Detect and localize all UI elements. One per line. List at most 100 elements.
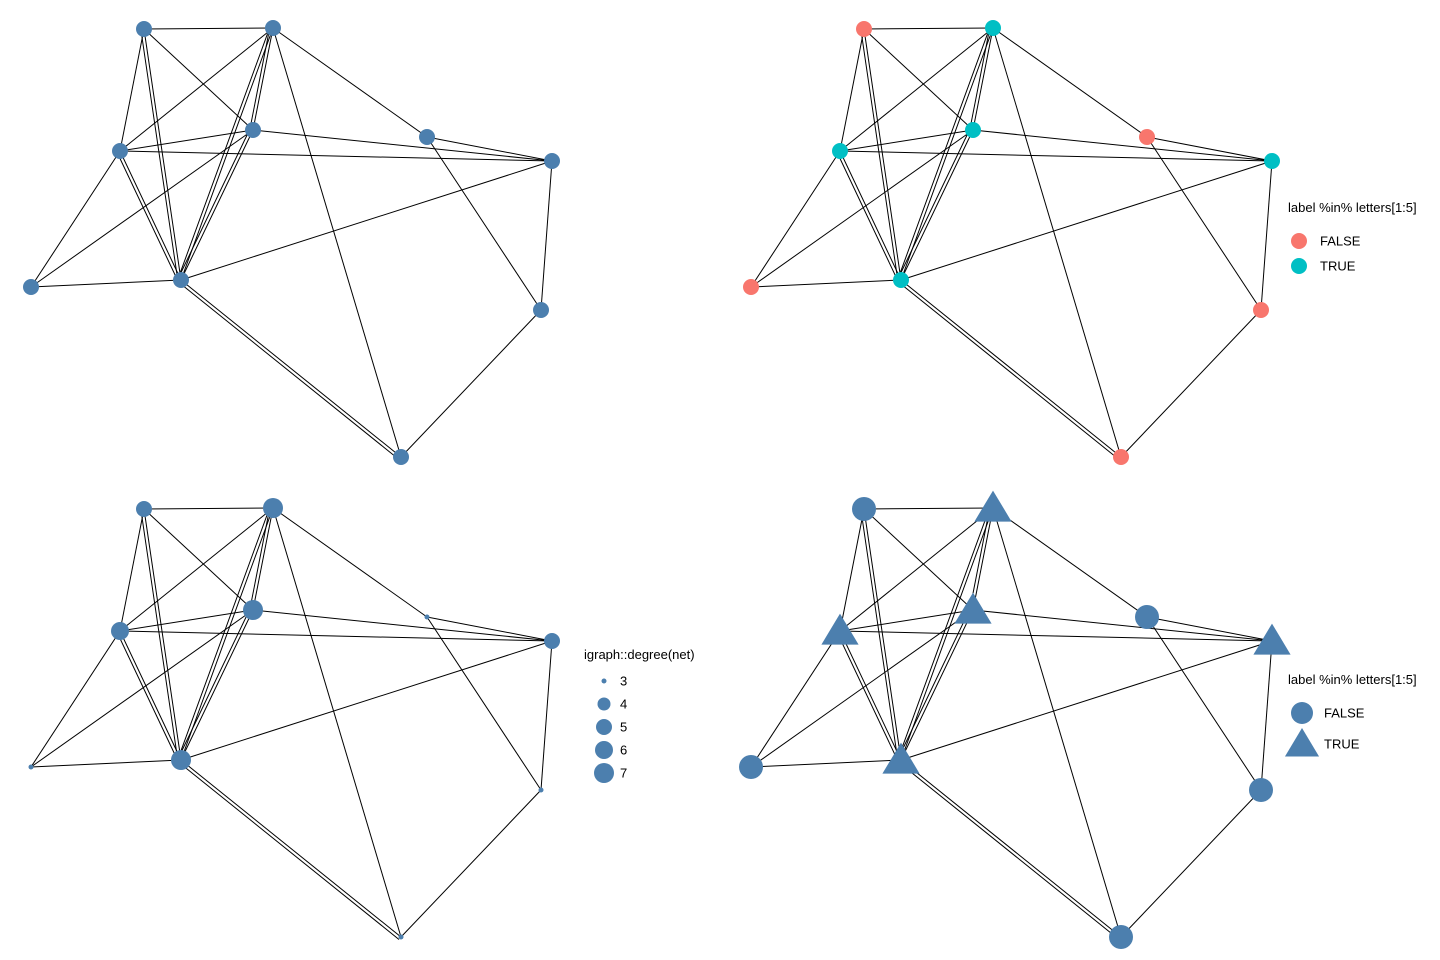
network-node-circle[interactable]	[1249, 778, 1273, 802]
network-svg-colored	[743, 20, 1280, 465]
network-edge	[750, 279, 902, 288]
network-svg-sized	[28, 498, 560, 940]
network-edge	[30, 609, 254, 768]
network-edge	[180, 279, 402, 458]
network-node-circle[interactable]	[852, 497, 876, 521]
network-node-circle[interactable]	[136, 21, 152, 37]
network-edge	[1146, 616, 1262, 791]
node-layer	[28, 498, 560, 940]
network-node-circle[interactable]	[1113, 449, 1129, 465]
network-edge	[426, 616, 542, 791]
network-edge	[30, 759, 182, 768]
network-edge	[30, 129, 254, 288]
network-edge	[900, 507, 994, 761]
network-svg-shaped	[739, 490, 1291, 949]
network-edge	[839, 508, 865, 632]
network-edge	[272, 27, 402, 458]
network-node-circle[interactable]	[419, 129, 435, 145]
network-edge	[1146, 616, 1273, 642]
node-layer	[23, 20, 560, 465]
network-edge	[863, 28, 902, 281]
network-edge	[400, 789, 542, 938]
node-layer	[743, 20, 1280, 465]
network-node-triangle[interactable]	[1253, 623, 1291, 655]
network-node-circle[interactable]	[985, 20, 1001, 36]
network-node-circle[interactable]	[965, 122, 981, 138]
network-node-circle[interactable]	[245, 122, 261, 138]
network-edge	[863, 508, 902, 761]
network-node-triangle[interactable]	[954, 592, 992, 624]
network-edge	[252, 507, 274, 611]
network-edge	[140, 29, 179, 281]
network-node-circle[interactable]	[28, 764, 34, 770]
network-node-circle[interactable]	[173, 272, 189, 288]
network-edge	[992, 27, 1122, 458]
network-node-circle[interactable]	[23, 279, 39, 295]
network-edge	[116, 632, 179, 762]
network-node-circle[interactable]	[743, 279, 759, 295]
network-edge	[839, 507, 994, 632]
network-node-circle[interactable]	[263, 498, 283, 518]
network-edge	[30, 630, 121, 768]
network-edge	[839, 609, 974, 632]
network-node-circle[interactable]	[265, 20, 281, 36]
panel-sized-network	[0, 480, 720, 960]
network-edge	[30, 279, 182, 288]
network-edge	[426, 136, 542, 311]
network-edge	[969, 27, 991, 130]
network-edge	[180, 129, 254, 281]
network-edge	[972, 507, 994, 611]
network-node-triangle[interactable]	[974, 490, 1012, 522]
edge-layer	[30, 506, 553, 940]
network-node-circle[interactable]	[393, 449, 409, 465]
network-node-triangle[interactable]	[821, 613, 859, 645]
network-edge	[119, 630, 553, 642]
network-node-circle[interactable]	[112, 143, 128, 159]
network-edge	[249, 507, 271, 610]
network-edge	[750, 129, 974, 288]
network-node-circle[interactable]	[538, 787, 544, 793]
network-edge	[400, 309, 542, 458]
network-edge	[900, 27, 994, 281]
network-edge	[180, 160, 553, 281]
network-edge	[119, 508, 145, 632]
network-node-circle[interactable]	[544, 153, 560, 169]
network-edge	[750, 630, 841, 768]
network-edge	[897, 608, 971, 759]
network-edge	[180, 759, 402, 938]
network-node-circle[interactable]	[1139, 129, 1155, 145]
edge-layer	[30, 26, 553, 460]
network-node-circle[interactable]	[893, 272, 909, 288]
network-edge	[972, 27, 994, 131]
network-node-circle[interactable]	[398, 934, 404, 940]
network-edge	[178, 762, 400, 940]
network-node-circle[interactable]	[243, 600, 263, 620]
network-edge	[540, 160, 553, 311]
network-edge	[1146, 136, 1262, 311]
network-edge	[119, 630, 182, 761]
network-node-circle[interactable]	[1109, 925, 1133, 949]
network-node-triangle[interactable]	[882, 742, 920, 774]
network-edge	[180, 640, 553, 761]
network-node-circle[interactable]	[171, 750, 191, 770]
node-layer	[739, 490, 1291, 949]
network-node-circle[interactable]	[1135, 605, 1159, 629]
network-node-circle[interactable]	[544, 633, 560, 649]
network-edge	[252, 129, 553, 162]
network-node-circle[interactable]	[533, 302, 549, 318]
network-node-circle[interactable]	[136, 501, 152, 517]
network-node-circle[interactable]	[1253, 302, 1269, 318]
network-edge	[836, 152, 899, 282]
network-node-circle[interactable]	[739, 755, 763, 779]
network-node-circle[interactable]	[1264, 153, 1280, 169]
network-node-circle[interactable]	[856, 21, 872, 37]
network-node-circle[interactable]	[832, 143, 848, 159]
network-edge	[177, 128, 251, 279]
network-node-circle[interactable]	[424, 614, 430, 620]
network-edge	[272, 507, 402, 938]
network-edge	[272, 507, 428, 618]
network-edge	[1260, 640, 1273, 791]
network-node-circle[interactable]	[111, 622, 129, 640]
network-edge	[143, 27, 274, 30]
network-edge	[897, 506, 991, 760]
